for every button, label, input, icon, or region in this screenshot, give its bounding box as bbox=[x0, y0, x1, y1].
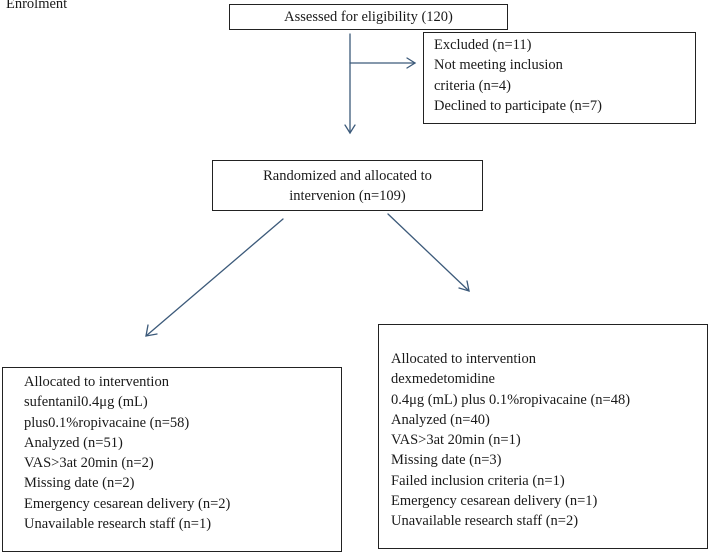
right-group-line: VAS>3at 20min (n=1) bbox=[391, 432, 521, 449]
randomized-line: Randomized and allocated to bbox=[263, 168, 432, 184]
right-group-box: Allocated to intervention dexmedetomidin… bbox=[378, 324, 708, 549]
left-group-box: Allocated to intervention sufentanil0.4μ… bbox=[2, 367, 342, 552]
excluded-box: Excluded (n=11) Not meeting inclusion cr… bbox=[423, 32, 696, 124]
assessed-text: Assessed for eligibility (120) bbox=[284, 9, 453, 25]
left-group-line: Emergency cesarean delivery (n=2) bbox=[24, 495, 231, 512]
arrow-head-left-group bbox=[145, 324, 158, 337]
left-group-line: Unavailable research staff (n=1) bbox=[24, 516, 212, 533]
left-group-line: Missing date (n=2) bbox=[24, 475, 135, 492]
left-group-line: Analyzed (n=51) bbox=[24, 434, 123, 451]
randomized-box: Randomized and allocated to intervenion … bbox=[212, 160, 483, 211]
randomized-line: intervenion (n=109) bbox=[289, 188, 406, 205]
right-group-line: Analyzed (n=40) bbox=[391, 411, 490, 428]
right-group-line: dexmedetomidine bbox=[391, 371, 495, 388]
right-group-line: Failed inclusion criteria (n=1) bbox=[391, 472, 565, 489]
enrolment-label: Enrolment bbox=[6, 0, 68, 12]
excluded-line: criteria (n=4) bbox=[434, 77, 512, 94]
arrow-to-right-group bbox=[387, 213, 470, 292]
excluded-line: Not meeting inclusion bbox=[434, 57, 563, 74]
arrow-head-right bbox=[406, 57, 417, 69]
left-group-line: VAS>3at 20min (n=2) bbox=[24, 455, 154, 472]
left-group-line: plus0.1%ropivacaine (n=58) bbox=[24, 414, 190, 431]
arrow-head-right-group bbox=[458, 280, 470, 292]
left-group-line: sufentanil0.4μg (mL) bbox=[24, 394, 148, 411]
assessed-box: Assessed for eligibility (120) bbox=[229, 4, 508, 30]
right-group-line: Unavailable research staff (n=2) bbox=[391, 513, 579, 530]
right-group-line: 0.4μg (mL) plus 0.1%ropivacaine (n=48) bbox=[391, 391, 631, 408]
right-group-line: Emergency cesarean delivery (n=1) bbox=[391, 493, 598, 510]
right-group-line: Missing date (n=3) bbox=[391, 452, 502, 469]
left-group-line: Allocated to intervention bbox=[24, 374, 169, 390]
right-group-line: Allocated to intervention bbox=[391, 351, 536, 367]
excluded-line: Excluded (n=11) bbox=[434, 37, 532, 53]
arrow-to-left-group bbox=[145, 218, 284, 337]
arrow-head-down bbox=[344, 124, 356, 135]
excluded-line: Declined to participate (n=7) bbox=[434, 97, 603, 114]
